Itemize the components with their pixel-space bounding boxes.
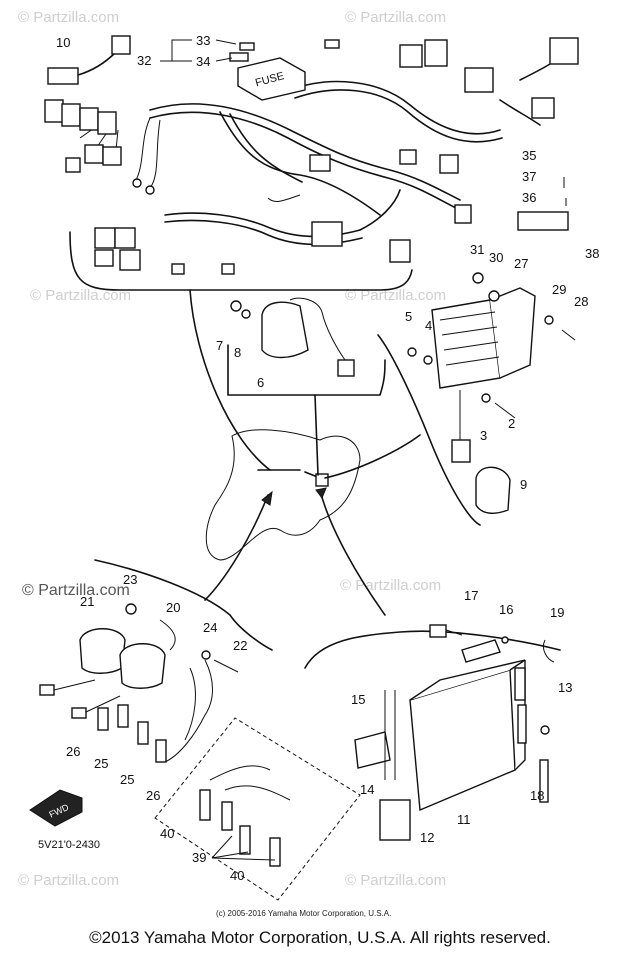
watermark-text: © Partzilla.com (340, 577, 441, 594)
fwd-arrow: FWD (29, 789, 83, 827)
relay-assembly (230, 297, 355, 377)
callout-26: 26 (66, 744, 80, 759)
watermark-text-prominent: © Partzilla.com (22, 582, 130, 599)
bracket-battery (304, 630, 561, 669)
callout-10: 10 (56, 35, 70, 50)
callout-6: 6 (257, 375, 264, 390)
callout-25: 25 (120, 772, 134, 787)
ignition-coils (39, 603, 239, 763)
leader-line (324, 434, 421, 479)
spark-plug-caps-box (154, 717, 361, 901)
callout-3: 3 (480, 428, 487, 443)
frame-outline (205, 429, 361, 561)
connector-cluster-lower (94, 221, 411, 275)
footer-copyright: ©2013 Yamaha Motor Corporation, U.S.A. A… (89, 928, 551, 947)
watermark-text: © Partzilla.com (345, 287, 446, 304)
callout-19: 19 (550, 605, 564, 620)
arrow-to-battery (319, 489, 386, 616)
connector-cluster-top-right (309, 37, 579, 224)
callout-39: 39 (192, 850, 206, 865)
callout-labels: 10 33 32 34 35 37 36 38 31 30 27 29 28 5… (38, 33, 599, 918)
leader-line (189, 289, 271, 471)
callout-8: 8 (234, 345, 241, 360)
callout-32: 32 (137, 53, 151, 68)
callout-21: 21 (80, 594, 94, 609)
watermark-text: © Partzilla.com (18, 872, 119, 889)
watermark-text: © Partzilla.com (345, 872, 446, 889)
callout-37: 37 (522, 169, 536, 184)
callout-28: 28 (574, 294, 588, 309)
callout-33: 33 (196, 33, 210, 48)
callout-14: 14 (360, 782, 374, 797)
callout-15: 15 (351, 692, 365, 707)
callout-40: 40 (160, 826, 174, 841)
callout-2: 2 (508, 416, 515, 431)
watermark-text: © Partzilla.com (18, 9, 119, 26)
part-9 (475, 466, 511, 514)
inner-copyright: (c) 2005-2016 Yamaha Motor Corporation, … (216, 909, 391, 918)
callout-38: 38 (585, 246, 599, 261)
callout-24: 24 (203, 620, 217, 635)
bracket-ignition (94, 559, 273, 651)
callout-5: 5 (405, 309, 412, 324)
part-number: 5V21'0-2430 (38, 839, 100, 851)
callout-4: 4 (425, 318, 432, 333)
callout-34: 34 (196, 54, 210, 69)
wire-harness (69, 47, 571, 246)
callout-26: 26 (146, 788, 160, 803)
callout-17: 17 (464, 588, 478, 603)
callout-11: 11 (457, 812, 471, 827)
callout-20: 20 (166, 600, 180, 615)
callout-30: 30 (489, 250, 503, 265)
callout-18: 18 (530, 788, 544, 803)
connector-cluster-left (44, 99, 155, 195)
rectifier-regulator (407, 177, 576, 463)
callout-16: 16 (499, 602, 513, 617)
callout-7: 7 (216, 338, 223, 353)
leader-line (314, 394, 319, 476)
callout-36: 36 (522, 190, 536, 205)
callout-29: 29 (552, 282, 566, 297)
bracket-harness (69, 231, 413, 291)
watermark-text: © Partzilla.com (345, 9, 446, 26)
watermark-text: © Partzilla.com (30, 287, 131, 304)
callout-35: 35 (522, 148, 536, 163)
arrow-to-ignition (204, 494, 269, 601)
part-10-connector (47, 35, 131, 85)
bracket-regulator (377, 334, 481, 526)
callout-31: 31 (470, 242, 484, 257)
callout-13: 13 (558, 680, 572, 695)
callout-27: 27 (514, 256, 528, 271)
callout-22: 22 (233, 638, 247, 653)
callout-23: 23 (123, 572, 137, 587)
callout-12: 12 (420, 830, 434, 845)
fuse-box: FUSE (229, 42, 306, 101)
watermark-layer: © Partzilla.com © Partzilla.com © Partzi… (18, 9, 446, 889)
callout-25: 25 (94, 756, 108, 771)
battery-assembly (354, 624, 555, 841)
bracket-relay (227, 344, 386, 396)
callout-40: 40 (230, 868, 244, 883)
callout-9: 9 (520, 477, 527, 492)
